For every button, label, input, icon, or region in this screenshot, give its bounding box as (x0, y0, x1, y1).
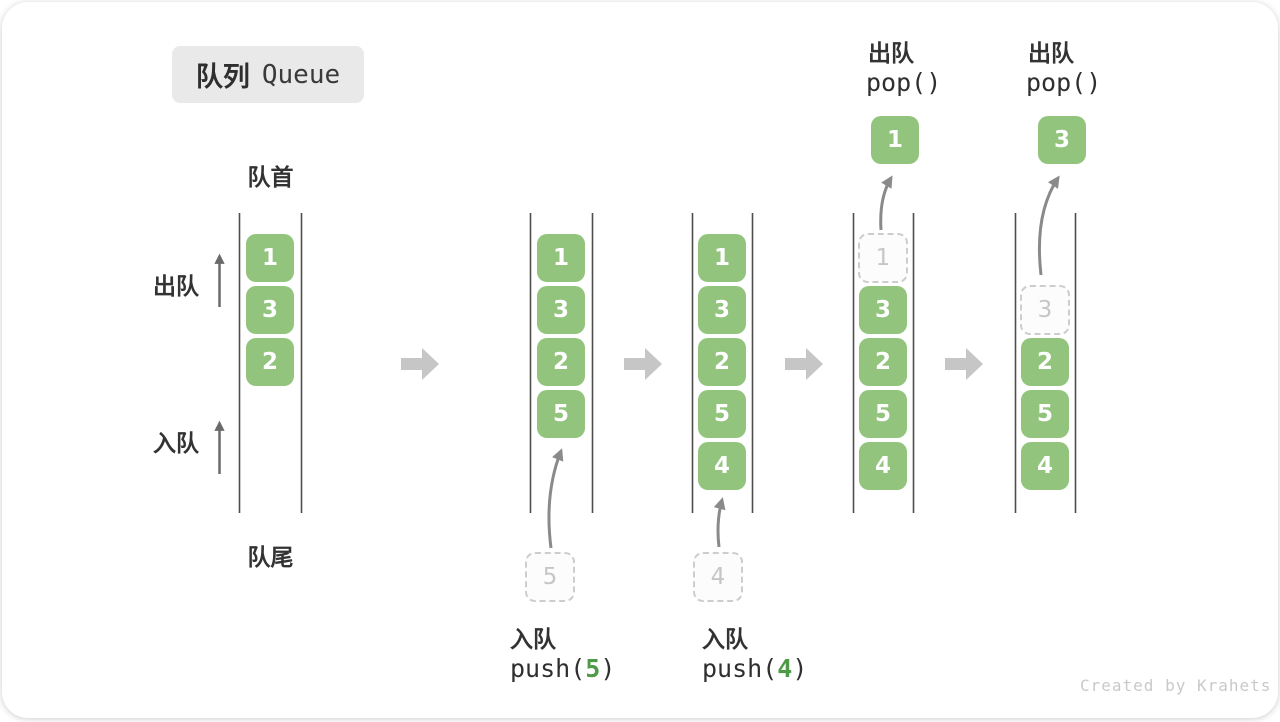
queue-rear-label: 队尾 (247, 545, 294, 571)
dequeue-arrow-pop1-icon (879, 175, 893, 231)
removed-cell: 3 (1020, 285, 1070, 335)
title-en: Queue (261, 59, 341, 90)
code-post: ) (600, 654, 616, 683)
dequeue-side-label: 出队 (153, 274, 199, 300)
queue-cell: 4 (859, 442, 907, 490)
queue-cell: 3 (246, 286, 294, 334)
popped-value-cell: 1 (871, 116, 919, 164)
step-arrow-icon (401, 348, 983, 380)
queue-cell: 1 (537, 234, 585, 282)
watermark: Created by Krahets (1080, 676, 1272, 695)
queue-cell: 5 (698, 390, 746, 438)
title-zh: 队列 (195, 62, 250, 93)
enqueue-side-label: 入队 (153, 431, 199, 457)
enqueue-arrow-push5-icon (547, 448, 564, 549)
code-pre: push( (510, 654, 586, 683)
queue-cell: 2 (698, 338, 746, 386)
dequeue-op-label: 出队 (868, 41, 914, 67)
enqueue-op-code: push(5) (510, 654, 615, 683)
queue-cell: 2 (859, 338, 907, 386)
queue-walls (238, 213, 1077, 513)
staged-value-cell: 4 (693, 552, 743, 602)
code-pre: pop() (866, 68, 942, 97)
queue-cell: 4 (698, 442, 746, 490)
queue-cell: 5 (537, 390, 585, 438)
enqueue-op-code: push(4) (702, 654, 807, 683)
staged-value-cell: 5 (525, 552, 575, 602)
queue-cell: 5 (1021, 390, 1069, 438)
code-arg: 4 (777, 654, 793, 683)
dequeue-op-code: pop() (1026, 68, 1101, 97)
dequeue-op-label: 出队 (1028, 41, 1074, 67)
queue-cell: 3 (698, 286, 746, 334)
queue-cell: 3 (537, 286, 585, 334)
queue-cell: 3 (859, 286, 907, 334)
title-box: 队列 Queue (172, 46, 364, 103)
code-arg: 5 (585, 654, 601, 683)
code-pre: pop() (1026, 68, 1102, 97)
dequeue-op-code: pop() (866, 68, 941, 97)
popped-value-cell: 3 (1038, 116, 1086, 164)
queue-front-label: 队首 (247, 165, 294, 191)
code-pre: push( (702, 654, 778, 683)
queue-cell: 4 (1021, 442, 1069, 490)
dequeue-arrow-pop3-icon (1037, 175, 1060, 276)
queue-cell: 2 (1021, 338, 1069, 386)
enqueue-op-label: 入队 (702, 627, 748, 653)
queue-cell: 2 (537, 338, 585, 386)
removed-cell: 1 (858, 233, 908, 283)
queue-cell: 1 (246, 234, 294, 282)
enqueue-arrow-push4-icon (713, 497, 726, 548)
queue-cell: 1 (698, 234, 746, 282)
enqueue-op-label: 入队 (510, 627, 556, 653)
queue-cell: 5 (859, 390, 907, 438)
queue-cell: 2 (246, 338, 294, 386)
code-post: ) (792, 654, 808, 683)
